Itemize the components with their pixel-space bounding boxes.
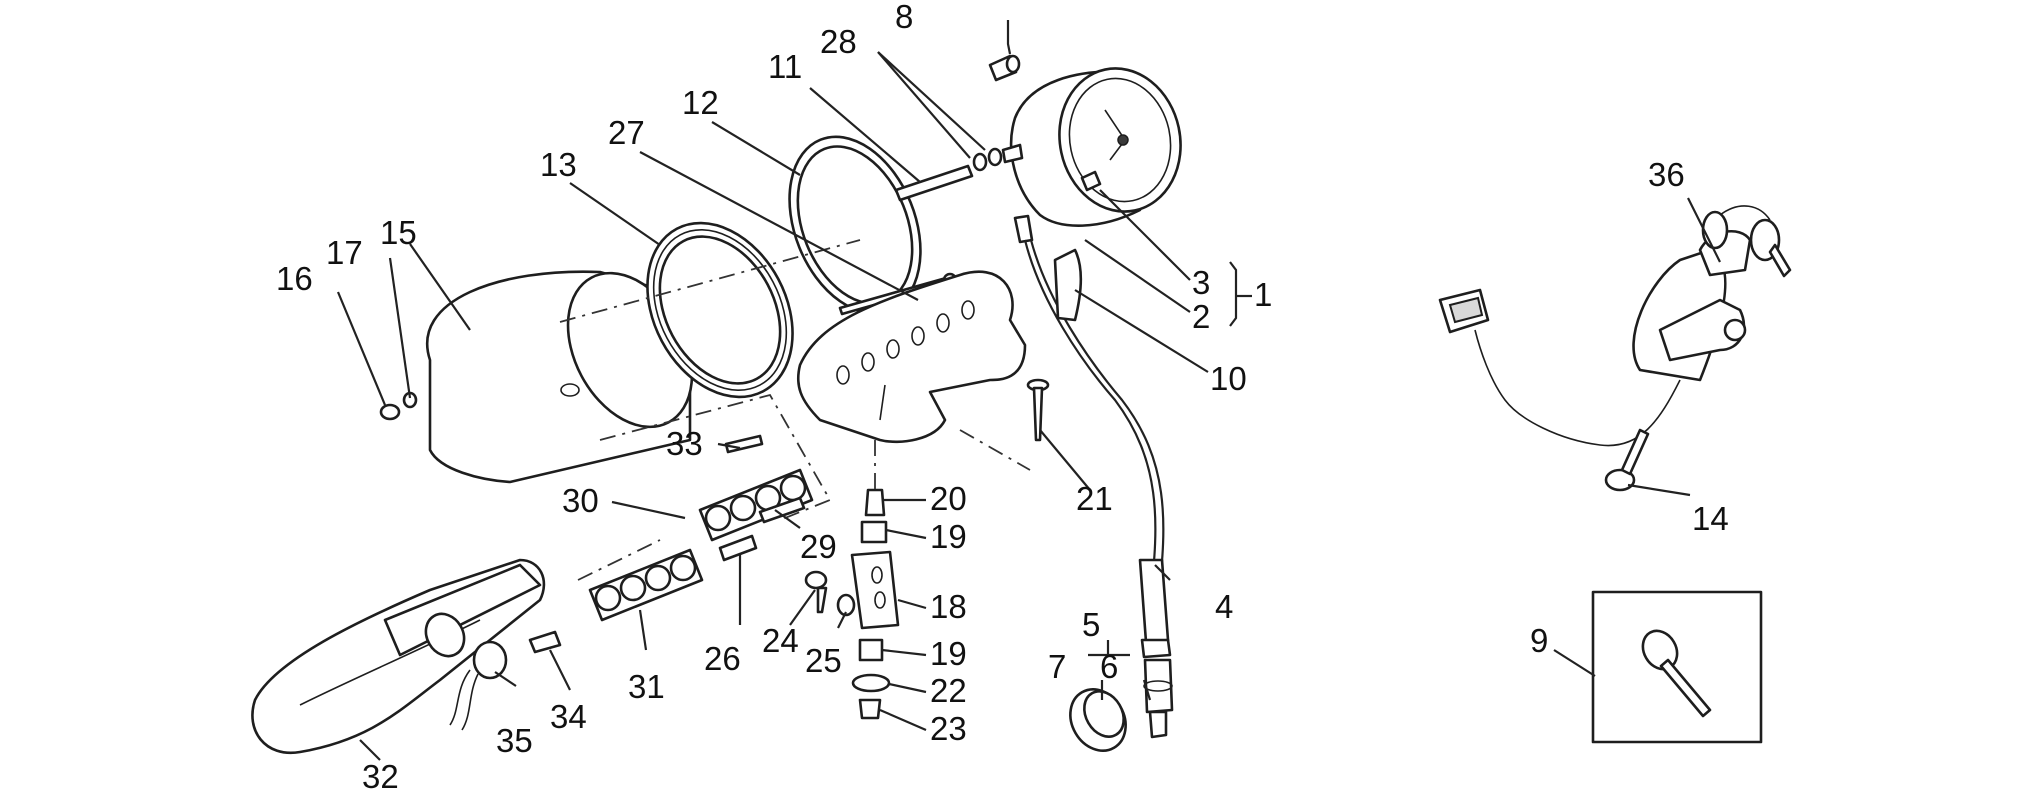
housing-screw — [379, 403, 401, 421]
callout-19a: 19 — [930, 518, 967, 555]
callout-21: 21 — [1076, 480, 1113, 517]
callout-27: 27 — [608, 114, 645, 151]
callout-5: 5 — [1082, 606, 1100, 643]
mount-stack — [850, 488, 900, 720]
switch-plug — [528, 630, 562, 654]
callout-14: 14 — [1692, 500, 1729, 537]
callout-7: 7 — [1048, 648, 1066, 685]
pivot-bolt — [804, 570, 828, 614]
callout-34: 34 — [550, 698, 587, 735]
callout-12: 12 — [682, 84, 719, 121]
assembly-line-3 — [959, 429, 1031, 471]
handlebar-switch-housing — [251, 558, 546, 755]
connector-plug — [449, 640, 508, 731]
callout-20: 20 — [930, 480, 967, 517]
cable-ring-nut — [1069, 688, 1127, 752]
leader-lines — [336, 20, 1721, 761]
switch-block-set — [588, 434, 814, 622]
callout-13: 13 — [540, 146, 577, 183]
assembly-line-1 — [559, 239, 861, 323]
callout-2: 2 — [1192, 298, 1210, 335]
callout-36: 36 — [1648, 156, 1685, 193]
callout-19b: 19 — [930, 635, 967, 672]
callout-16: 16 — [276, 260, 313, 297]
pin-rod — [894, 164, 974, 202]
callout-22: 22 — [930, 672, 967, 709]
callout-4: 4 — [1215, 588, 1233, 625]
callout-24: 24 — [762, 622, 799, 659]
key-detail-box — [1591, 590, 1763, 744]
callout-33: 33 — [666, 425, 703, 462]
small-nut — [988, 54, 1021, 82]
callout-29: 29 — [800, 528, 837, 565]
callout-31: 31 — [628, 668, 665, 705]
callout-26: 26 — [704, 640, 741, 677]
callout-17: 17 — [326, 234, 363, 271]
callout-3: 3 — [1192, 264, 1210, 301]
small-washer — [836, 593, 856, 617]
callout-11: 11 — [768, 48, 802, 85]
callout-35: 35 — [496, 722, 533, 759]
speedometer-cable — [1013, 214, 1172, 659]
mounting-screw — [1026, 378, 1050, 442]
cable-end-fitting — [1143, 658, 1174, 739]
mounting-bracket — [796, 270, 1027, 444]
callout-18: 18 — [930, 588, 967, 625]
gasket-ring — [788, 135, 922, 315]
callout-23: 23 — [930, 710, 967, 747]
assembly-line-2 — [599, 393, 832, 521]
callout-15: 15 — [380, 214, 417, 251]
callout-25: 25 — [805, 642, 842, 679]
callout-8: 8 — [895, 0, 913, 35]
washers — [972, 147, 1003, 172]
callout-28: 28 — [820, 23, 857, 60]
callout-10: 10 — [1210, 360, 1247, 397]
callout-32: 32 — [362, 758, 399, 793]
callout-6: 6 — [1100, 648, 1118, 685]
callout-30: 30 — [562, 482, 599, 519]
ignition-bolt — [1604, 428, 1650, 492]
callout-9: 9 — [1530, 622, 1548, 659]
callout-1: 1 — [1254, 276, 1272, 313]
assembly-line-4 — [577, 539, 661, 581]
bezel-ring — [646, 221, 794, 399]
speedometer-gauge — [1001, 67, 1182, 227]
ignition-switch — [1438, 205, 1792, 447]
